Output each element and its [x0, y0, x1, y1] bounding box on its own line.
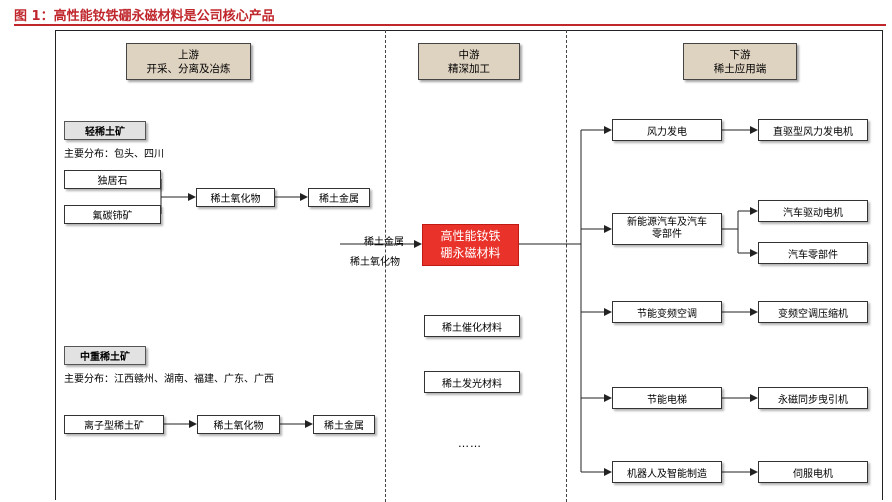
- catalyst-material-box: 稀土催化材料: [424, 315, 520, 337]
- app-robotics: 机器人及智能制造: [612, 461, 722, 483]
- light-metal-box: 稀土金属: [308, 188, 370, 207]
- header-upstream-name: 上游: [178, 48, 199, 61]
- product-compressor: 变频空调压缩机: [758, 301, 868, 323]
- core-product-box: 高性能钕铁 硼永磁材料: [422, 224, 519, 266]
- heavy-metal-box: 稀土金属: [313, 415, 375, 434]
- header-upstream: 上游 开采、分离及冶炼: [126, 43, 251, 80]
- app-nev-line2: 零部件: [652, 229, 682, 240]
- header-downstream-desc: 稀土应用端: [713, 62, 767, 75]
- diagram-frame: [55, 30, 883, 500]
- core-product-line2: 硼永磁材料: [440, 246, 501, 260]
- app-elevator: 节能电梯: [612, 387, 722, 409]
- product-auto-parts: 汽车零部件: [758, 242, 868, 264]
- more-ellipsis: ……: [458, 437, 482, 450]
- header-midstream-desc: 精深加工: [448, 62, 490, 75]
- core-product-line1: 高性能钕铁: [440, 229, 501, 243]
- input-oxide-label: 稀土氧化物: [350, 257, 400, 268]
- divider-upstream-midstream: [385, 30, 386, 502]
- light-source-monazite: 独居石: [64, 170, 161, 189]
- header-downstream: 下游 稀土应用端: [683, 43, 797, 80]
- product-wind-generator: 直驱型风力发电机: [758, 119, 868, 141]
- app-new-energy-vehicles: 新能源汽车及汽车 零部件: [612, 213, 722, 245]
- light-oxide-box: 稀土氧化物: [196, 188, 275, 207]
- header-downstream-name: 下游: [729, 48, 751, 61]
- product-drive-motor: 汽车驱动电机: [758, 200, 868, 222]
- light-source-bastnaesite: 氟碳铈矿: [64, 205, 161, 224]
- header-upstream-desc: 开采、分离及冶炼: [146, 62, 231, 75]
- app-wind-power: 风力发电: [612, 119, 722, 141]
- divider-midstream-downstream: [566, 30, 567, 502]
- app-air-conditioning: 节能变频空调: [612, 301, 722, 323]
- heavy-ore-label: 中重稀土矿: [64, 346, 146, 365]
- product-servo-motor: 伺服电机: [758, 461, 868, 483]
- input-metal-label: 稀土金属: [364, 237, 404, 248]
- heavy-source-ionic: 离子型稀土矿: [64, 415, 164, 434]
- title-rule: [14, 24, 886, 26]
- light-ore-label: 轻稀土矿: [64, 121, 146, 140]
- app-nev-line1: 新能源汽车及汽车: [627, 217, 707, 228]
- header-midstream-name: 中游: [458, 48, 480, 61]
- luminescent-material-box: 稀土发光材料: [424, 371, 520, 393]
- light-distribution: 主要分布：包头、四川: [64, 149, 164, 160]
- figure-title: 图 1：高性能钕铁硼永磁材料是公司核心产品: [14, 9, 275, 24]
- product-traction-machine: 永磁同步曳引机: [758, 387, 868, 409]
- heavy-oxide-box: 稀土氧化物: [197, 415, 280, 434]
- heavy-distribution: 主要分布：江西赣州、湖南、福建、广东、广西: [64, 374, 274, 385]
- header-midstream: 中游 精深加工: [418, 43, 520, 80]
